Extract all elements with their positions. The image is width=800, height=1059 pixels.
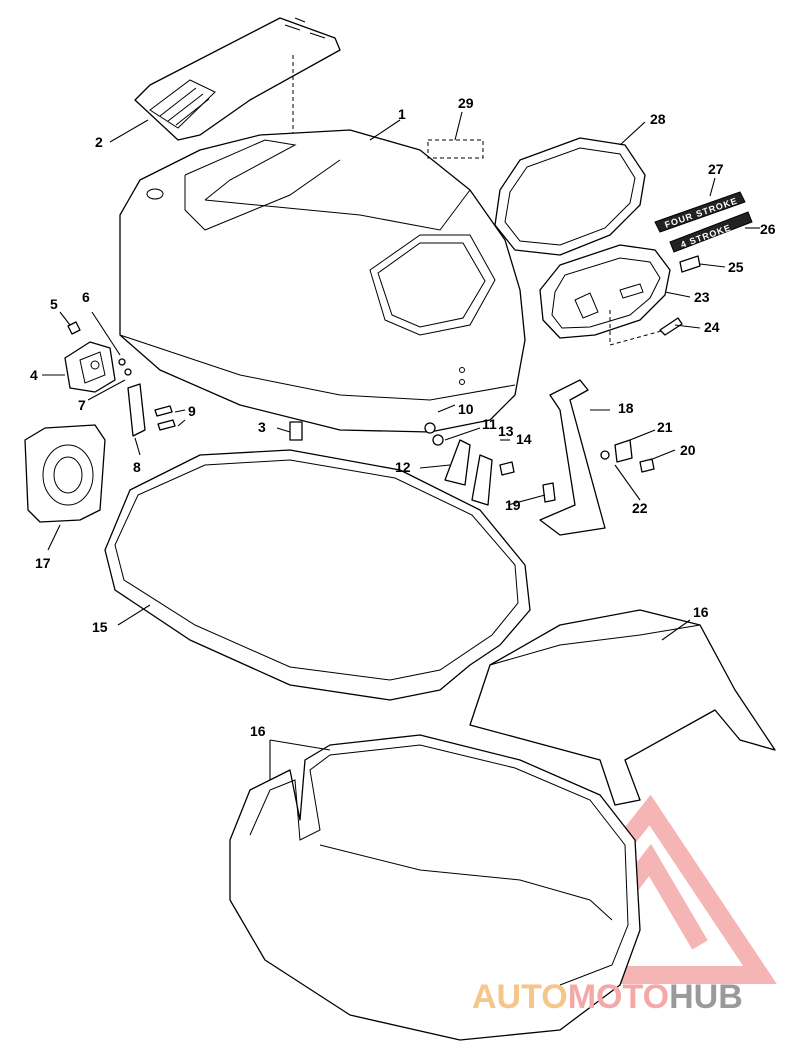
callout-27: 27	[708, 161, 724, 177]
callout-17: 17	[35, 555, 51, 571]
part-14-pin	[499, 461, 515, 476]
part-11-washer	[432, 434, 444, 446]
watermark-text-moto: MOTO	[568, 978, 669, 1016]
callout-26: 26	[760, 221, 776, 237]
part-16-right-cowl-half	[469, 609, 776, 806]
callout-16-right: 16	[693, 604, 709, 620]
part-24-pin	[659, 317, 683, 336]
part-17-intake	[24, 424, 106, 523]
part-25-plug	[679, 255, 701, 273]
part-13-bracket	[471, 454, 493, 506]
part-6-washer	[118, 358, 126, 366]
callout-4: 4	[30, 367, 38, 383]
leader-lines	[42, 111, 760, 780]
part-12-bracket	[444, 439, 471, 486]
callout-12: 12	[395, 459, 411, 475]
callout-28: 28	[650, 111, 666, 127]
callout-22: 22	[632, 500, 648, 516]
alignment-line-23-24	[609, 310, 666, 346]
part-16-lower-cowl-half	[229, 734, 641, 1041]
callout-20: 20	[680, 442, 696, 458]
part-20-screw	[639, 458, 655, 473]
callout-19: 19	[505, 497, 521, 513]
part-5-screw	[67, 321, 81, 335]
callout-1: 1	[398, 106, 406, 122]
part-1-top-cowl	[119, 129, 526, 433]
callout-8: 8	[133, 459, 141, 475]
watermark-text: AUTOMOTOHUB	[472, 978, 743, 1016]
part-22-nut	[600, 450, 610, 460]
part-15-seal	[104, 449, 531, 701]
part-18-frame	[539, 379, 606, 536]
callout-21: 21	[657, 419, 673, 435]
part-9-screw-a	[154, 405, 173, 417]
callout-16-lower: 16	[250, 723, 266, 739]
callout-5: 5	[50, 296, 58, 312]
part-7-nut	[124, 368, 132, 376]
part-29-placeholder	[427, 139, 484, 159]
part-10-nut	[424, 422, 436, 434]
callout-24: 24	[704, 319, 720, 335]
callout-labels: 1 2 3 4 5 6 7 8 9 10 11 12 13 14 15 16 1…	[30, 95, 776, 739]
callout-3: 3	[258, 419, 266, 435]
callout-14: 14	[516, 431, 532, 447]
part-3-screw	[289, 421, 303, 441]
watermark-text-hub: HUB	[669, 978, 743, 1016]
callout-13: 13	[498, 423, 514, 439]
callout-25: 25	[728, 259, 744, 275]
callout-18: 18	[618, 400, 634, 416]
part-21-bracket	[614, 439, 633, 463]
part-23-bezel	[539, 244, 671, 339]
callout-7: 7	[78, 397, 86, 413]
part-8-bracket	[127, 383, 146, 437]
part-4-latch	[64, 341, 116, 393]
part-9-screw-b	[157, 419, 176, 431]
callout-9: 9	[188, 403, 196, 419]
callout-11: 11	[482, 416, 497, 432]
callout-2: 2	[95, 134, 103, 150]
part-2-vent-cover	[134, 17, 341, 141]
part-19-screw	[542, 482, 556, 503]
callout-29: 29	[458, 95, 474, 111]
callout-23: 23	[694, 289, 710, 305]
callout-6: 6	[82, 289, 90, 305]
part-28-gasket	[494, 137, 646, 256]
callout-15: 15	[92, 619, 108, 635]
watermark-text-auto: AUTO	[472, 978, 568, 1016]
callout-10: 10	[458, 401, 474, 417]
